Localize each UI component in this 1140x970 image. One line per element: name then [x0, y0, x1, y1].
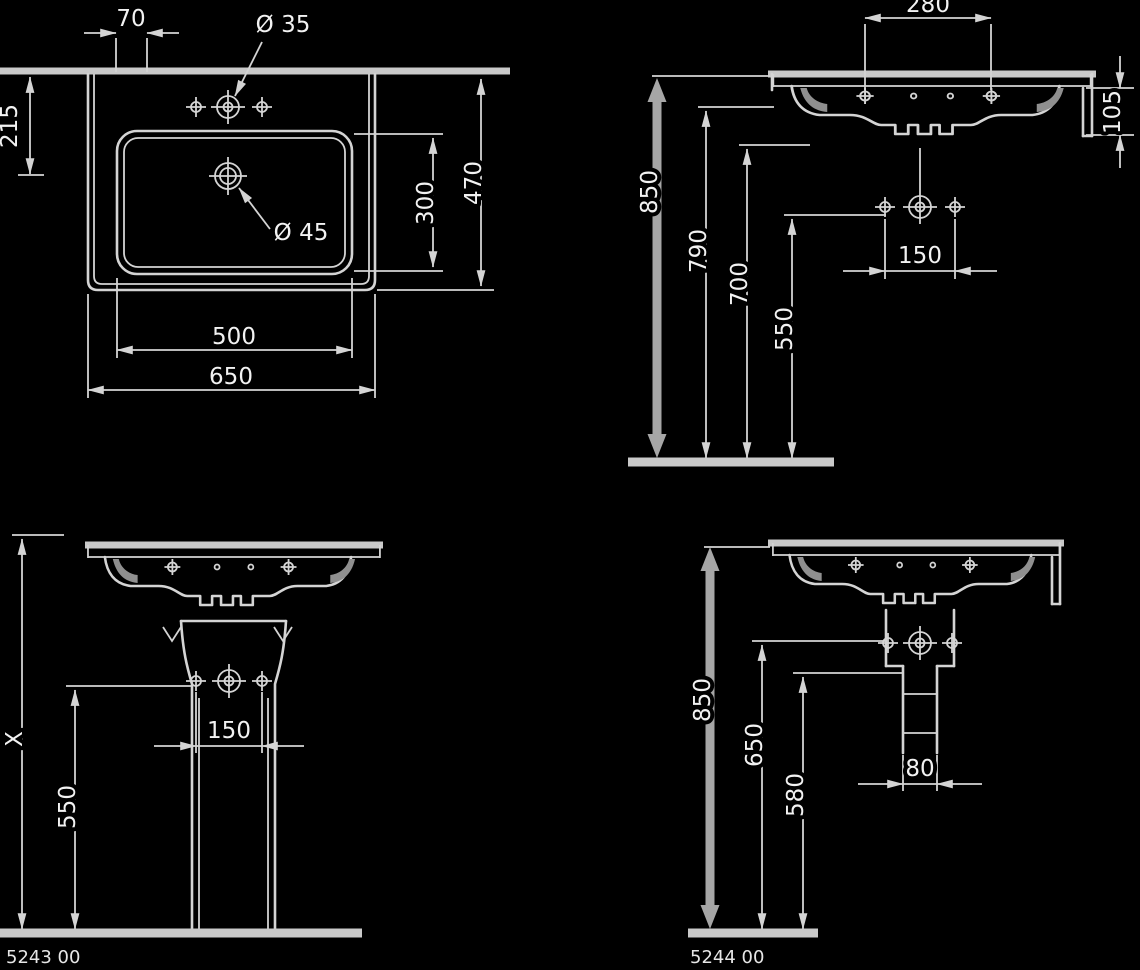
tap-hole-icon — [902, 189, 938, 225]
dim-790: 790 — [682, 106, 774, 459]
pedestal-version-view: X 550 150 5243 00 — [0, 534, 383, 970]
dim-700: 700 — [723, 144, 810, 459]
dim-700-label: 700 — [727, 262, 753, 306]
dim-dia35-label: Ø 35 — [256, 12, 311, 38]
dim-550: 550 — [768, 214, 886, 459]
dim-drain-setback: 215 — [0, 76, 44, 176]
model-number-label: 5243 00 — [6, 947, 80, 968]
dim-150: 150 — [154, 692, 304, 753]
model-number-label: 5244 00 — [690, 947, 764, 968]
dim-bowl-width: 500 — [116, 278, 353, 358]
dim-overall-depth: 470 — [377, 78, 494, 291]
fixing-hole-icon — [874, 196, 896, 218]
fixing-hole-icon — [251, 670, 273, 692]
dim-150-label: 150 — [898, 243, 942, 269]
dim-150-label: 150 — [207, 718, 251, 744]
dim-650-label: 650 — [209, 364, 253, 390]
dim-280: 280 — [864, 0, 992, 90]
fixing-hole-icon — [944, 196, 966, 218]
pedestal-outline — [179, 619, 288, 931]
bowl-inner-line — [123, 137, 346, 268]
dim-550-label: 550 — [772, 307, 798, 351]
dim-300-label: 300 — [413, 181, 439, 225]
dim-150: 150 — [843, 219, 997, 279]
hanger-mark-icon — [273, 626, 293, 643]
tap-hole-icon — [210, 89, 246, 125]
dim-580: 580 — [779, 672, 903, 930]
basin-inner-line — [93, 74, 370, 285]
dim-105-label: 105 — [1100, 90, 1126, 134]
dim-500-label: 500 — [212, 324, 256, 350]
bowl-outline — [115, 129, 354, 276]
tap-hole-icon — [211, 663, 247, 699]
leader-drain-diameter: Ø 45 — [238, 187, 332, 250]
dim-tap-offset: 70 — [84, 2, 179, 72]
dim-550: 550 — [51, 685, 192, 930]
drain-icon — [208, 156, 248, 196]
dim-850-label: 850 — [690, 678, 716, 722]
dim-850-bar — [700, 547, 720, 929]
dim-215-label: 215 — [0, 104, 23, 148]
dim-650-label: 650 — [742, 723, 768, 767]
semi-pedestal-version-view: 850 650 580 80 5244 00 — [686, 539, 1064, 970]
mounting-elevation-view: 850 790 700 550 280 105 — [628, 0, 1134, 467]
fixing-hole-icon — [251, 96, 273, 118]
plan-view: 70 Ø 35 215 Ø 45 300 470 — [0, 2, 510, 398]
dim-x-label: X — [2, 731, 28, 747]
dim-80: 80 — [858, 752, 982, 791]
dim-70-label: 70 — [116, 6, 145, 32]
dim-580-label: 580 — [783, 773, 809, 817]
basin-front-profile — [773, 74, 1091, 134]
dim-470-label: 470 — [461, 161, 487, 205]
drain-icon — [902, 625, 938, 661]
dim-550-label: 550 — [55, 785, 81, 829]
basin-front-profile — [88, 545, 380, 605]
dim-x: X — [0, 534, 64, 930]
dim-80-label: 80 — [905, 756, 934, 782]
fixing-hole-icon — [941, 632, 963, 654]
fixing-hole-icon — [877, 632, 899, 654]
hanger-mark-icon — [162, 626, 182, 643]
leader-tap-diameter: Ø 35 — [234, 8, 314, 97]
dim-650: 650 — [738, 640, 886, 930]
dim-280-label: 280 — [906, 0, 950, 18]
dim-overall-width: 650 — [87, 294, 376, 398]
basin-front-profile — [773, 543, 1060, 603]
dim-790-label: 790 — [686, 229, 712, 273]
dim-850-label: 850 — [637, 170, 663, 214]
fixing-hole-icon — [185, 96, 207, 118]
dim-dia45-label: Ø 45 — [274, 220, 329, 246]
trap-outline — [884, 608, 956, 755]
dim-bowl-depth: 300 — [354, 133, 443, 272]
dim-105: 105 — [1086, 56, 1134, 168]
basin-outline — [86, 72, 377, 292]
dim-850-bar — [647, 78, 667, 458]
